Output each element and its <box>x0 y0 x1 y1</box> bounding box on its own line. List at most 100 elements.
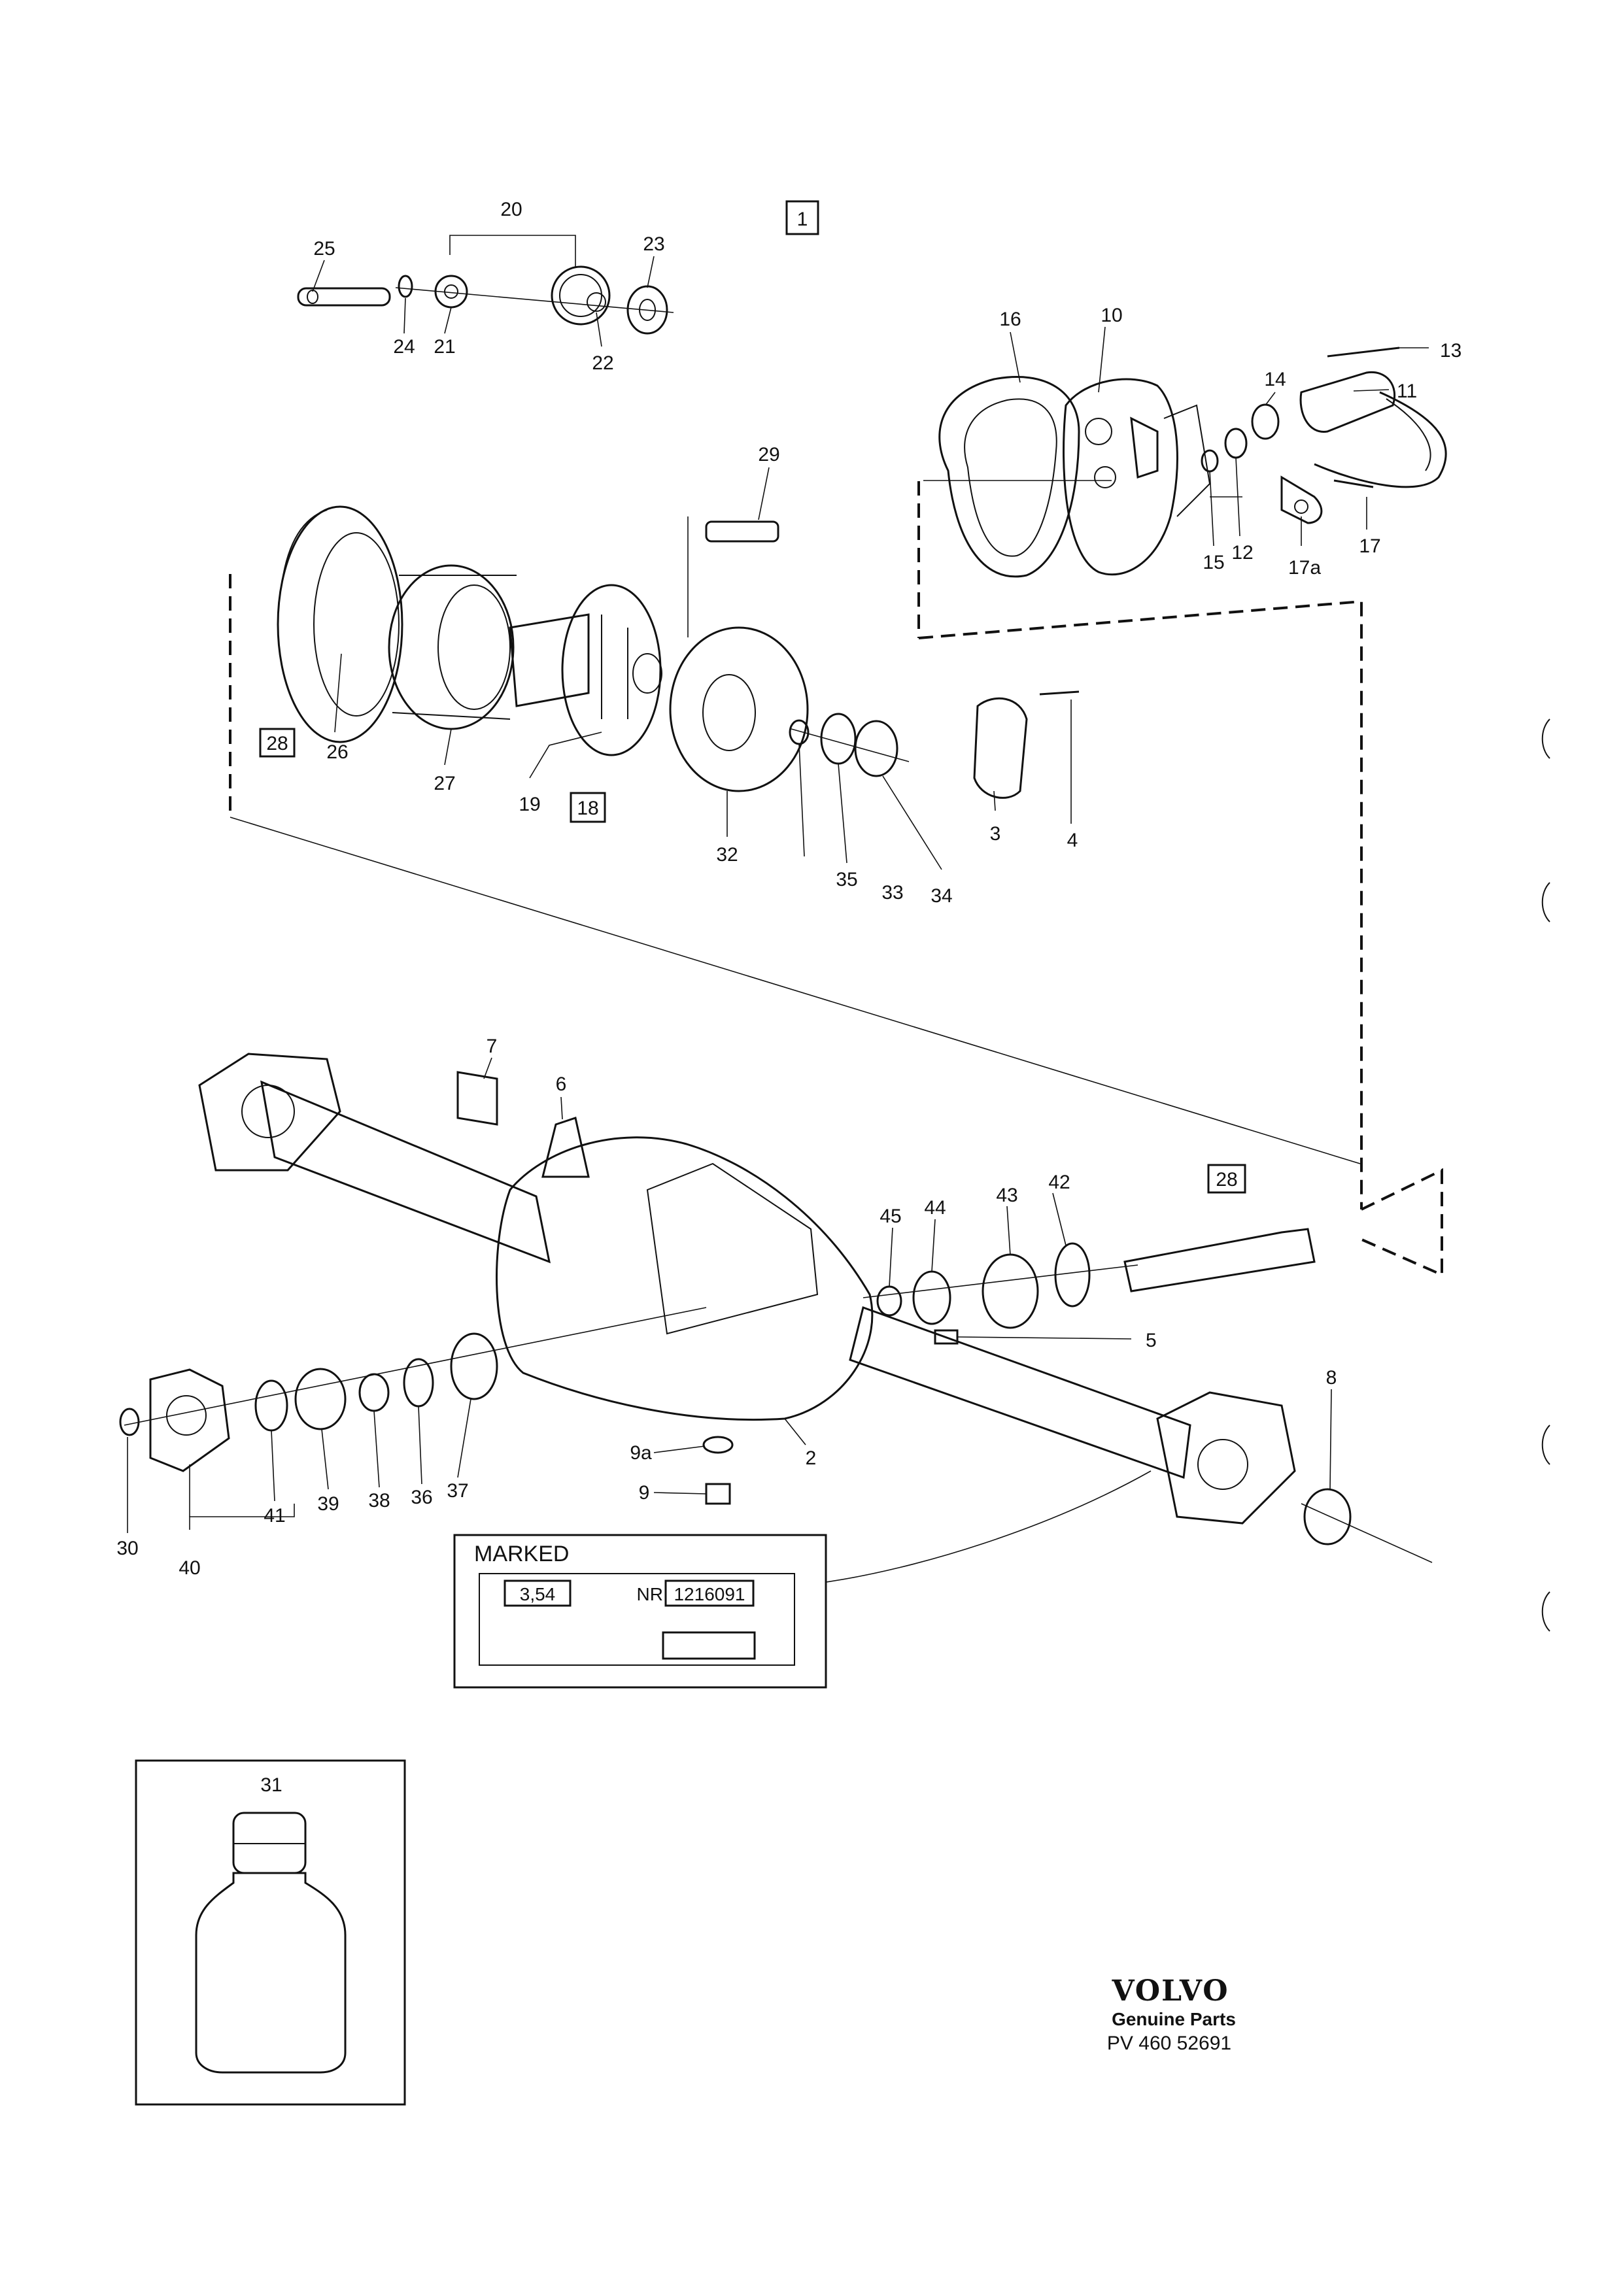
washer-38 <box>358 1373 390 1412</box>
side-gear-22 <box>551 265 611 326</box>
bearing-race-37 <box>450 1332 498 1400</box>
seal-12 <box>1224 428 1248 459</box>
bearing-cap-3 <box>973 697 1028 799</box>
callout-8: 8 <box>1326 1367 1337 1389</box>
screw-13 <box>1327 346 1400 358</box>
callout-15: 15 <box>1203 552 1224 573</box>
oil-seal-8 <box>1303 1488 1352 1545</box>
washer-9a <box>702 1436 734 1454</box>
callout-leaders <box>127 256 1429 1533</box>
ratio-field <box>504 1579 572 1607</box>
callout-42: 42 <box>1048 1172 1070 1193</box>
collar-41 <box>254 1379 288 1432</box>
callout-33: 33 <box>881 882 903 903</box>
axle-housing-2 <box>496 1136 874 1421</box>
callout-28-box-crown-wheel: 28 <box>259 728 296 758</box>
callout-9a: 9a <box>630 1442 652 1464</box>
oil-bottle <box>195 1872 347 2074</box>
pinion-bearing-42 <box>1054 1242 1091 1308</box>
callout-4: 4 <box>1067 830 1078 851</box>
callout-22: 22 <box>592 352 613 374</box>
callout-2: 2 <box>806 1447 817 1469</box>
callout-16: 16 <box>999 309 1021 330</box>
nipple-15 <box>1201 449 1219 473</box>
catalog-code: PV 460 52691 <box>1107 2033 1231 2054</box>
callout-9: 9 <box>639 1482 650 1504</box>
callout-6: 6 <box>556 1073 567 1095</box>
callout-27: 27 <box>434 773 455 794</box>
callout-32: 32 <box>716 844 738 866</box>
callout-3: 3 <box>990 823 1001 845</box>
callout-28-crown-wheel: 28 <box>266 733 288 754</box>
ratio-value: 3,54 <box>520 1584 556 1604</box>
bearing-race-34 <box>854 720 898 777</box>
pinion-flange-40 <box>149 1368 230 1472</box>
callout-30: 30 <box>116 1538 138 1559</box>
callout-45: 45 <box>880 1206 901 1227</box>
brand-tagline: Genuine Parts <box>1112 2009 1236 2029</box>
oil-bottle-panel: 31 <box>135 1759 406 2106</box>
volvo-logo: VOLVO <box>1111 1974 1229 2008</box>
callout-36: 36 <box>411 1487 432 1508</box>
callout-17: 17 <box>1359 535 1380 557</box>
marked-title: MARKED <box>474 1542 569 1566</box>
differential-pinion-gears <box>297 235 674 335</box>
callout-41: 41 <box>264 1505 285 1527</box>
drive-pinion-28 <box>1123 1228 1316 1292</box>
rear-axle-housing <box>198 1053 1433 1563</box>
callout-38: 38 <box>368 1490 390 1511</box>
axle-tube-right <box>849 1306 1191 1479</box>
breather-assembly <box>1201 346 1447 524</box>
callout-25: 25 <box>313 238 335 260</box>
callout-11: 11 <box>1397 380 1417 402</box>
callout-18-box: 18 <box>570 792 606 823</box>
differential-carrier-group <box>277 505 1080 799</box>
callout-44: 44 <box>924 1197 946 1219</box>
callout-10: 10 <box>1101 305 1122 326</box>
shim-44 <box>912 1270 951 1325</box>
bearing-cage-27 <box>388 564 515 730</box>
callout-21: 21 <box>434 336 455 358</box>
callout-43: 43 <box>996 1185 1017 1206</box>
screw-17 <box>1333 479 1374 488</box>
oil-seal-39 <box>294 1368 347 1430</box>
bolt-29 <box>705 520 779 543</box>
bracket-6 <box>541 1117 590 1178</box>
right-axle-flange <box>1156 1391 1296 1525</box>
callout-19: 19 <box>519 794 540 815</box>
callout-39: 39 <box>317 1493 339 1515</box>
differential-cover-10 <box>1063 378 1178 576</box>
marked-identification-box: MARKED 3,54 NR 1216091 <box>453 1470 1152 1689</box>
callout-31: 31 <box>260 1774 282 1796</box>
bracket-17a <box>1280 475 1323 524</box>
callout-7: 7 <box>487 1036 498 1057</box>
differential-cover-group <box>938 376 1211 578</box>
cover-gasket-16 <box>938 376 1080 578</box>
brand-block: VOLVO Genuine Parts PV 460 52691 <box>1107 1974 1236 2054</box>
nr-value: 1216091 <box>674 1584 745 1604</box>
nr-label: NR <box>637 1584 663 1604</box>
callout-24: 24 <box>393 336 415 358</box>
washer-14 <box>1251 403 1280 440</box>
blank-field <box>662 1631 756 1660</box>
binder-marks <box>1541 718 1550 1632</box>
callout-40: 40 <box>179 1557 200 1579</box>
pinion-group <box>119 1228 1316 1472</box>
breather-valve-11 <box>1299 371 1396 433</box>
callout-37: 37 <box>447 1480 468 1502</box>
callout-20: 20 <box>500 199 522 220</box>
callout-17a: 17a <box>1288 557 1321 579</box>
differential-case-19 <box>509 613 590 707</box>
assembly-dashed-lines <box>229 480 1443 1277</box>
callout-29: 29 <box>758 444 779 465</box>
cap-bolt-4 <box>1039 690 1080 696</box>
callout-12: 12 <box>1231 542 1253 564</box>
callout-14: 14 <box>1264 369 1286 390</box>
bracket-7 <box>456 1071 498 1126</box>
callout-labels: 20 25 23 24 21 22 16 10 13 14 11 12 15 1… <box>116 199 1461 1579</box>
thrust-washer-24 <box>398 275 413 298</box>
figure-reference-box: 1 <box>785 200 819 235</box>
callout-28-pinion: 28 <box>1216 1169 1237 1190</box>
pinion-shaft-25 <box>297 287 391 307</box>
